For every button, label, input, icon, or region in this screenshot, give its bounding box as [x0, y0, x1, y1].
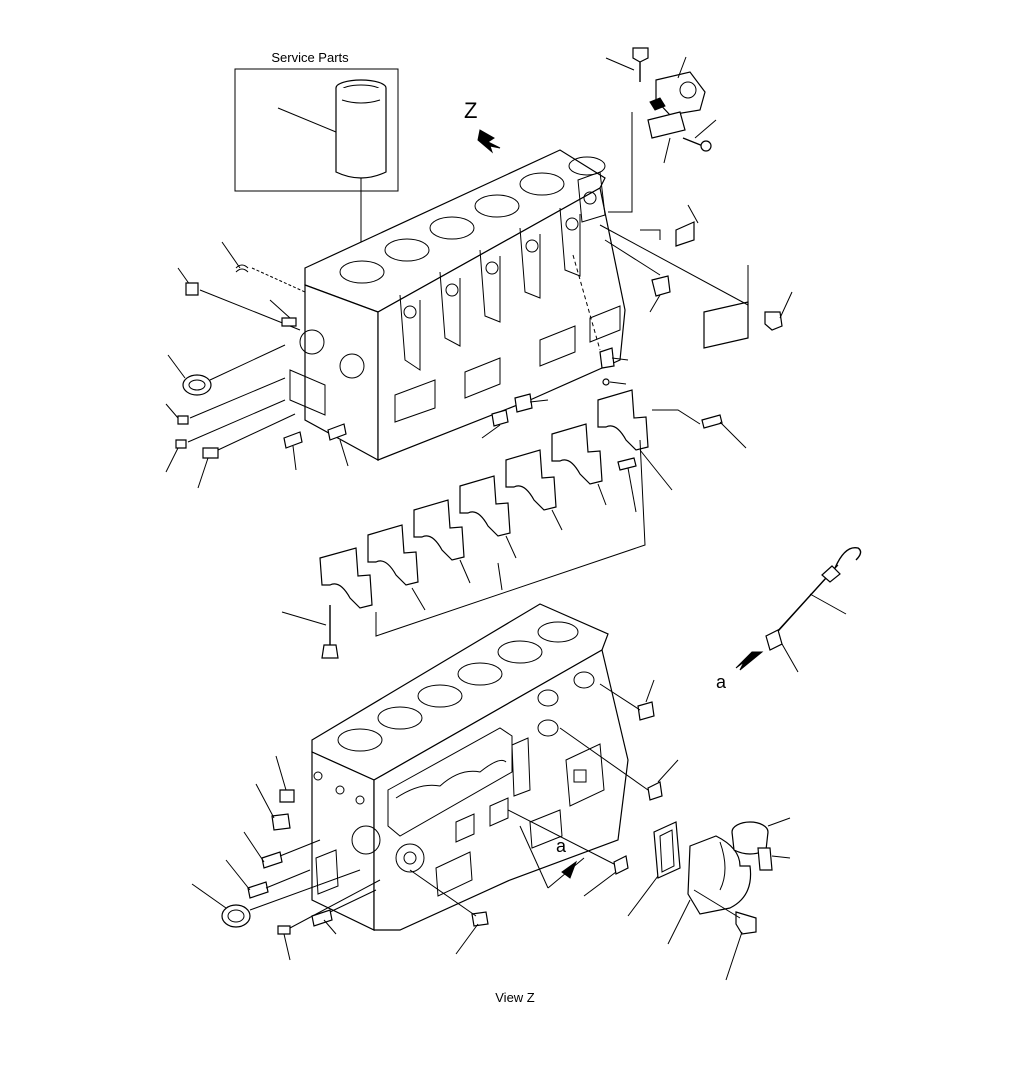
name-plate — [599, 224, 793, 349]
lower-right-fittings — [507, 679, 679, 897]
service-parts-box: Service Parts — [234, 50, 399, 258]
service-parts-label: Service Parts — [271, 50, 349, 65]
view-z-caption: View Z — [495, 990, 535, 1005]
main-bearing-caps — [319, 389, 747, 637]
upper-block-plugs — [481, 239, 671, 439]
cylinder-liner-part — [335, 79, 387, 179]
dipstick: a — [716, 546, 862, 692]
ref-a-dipstick: a — [716, 672, 727, 692]
cap-bolt — [281, 605, 339, 659]
heater-relay-assembly — [605, 47, 717, 247]
view-z-marker: Z — [464, 98, 501, 154]
upper-left-fittings — [165, 241, 349, 489]
upper-cylinder-block — [289, 149, 626, 462]
lower-left-fittings — [191, 755, 489, 961]
ref-a-block-arrow: a — [519, 825, 585, 889]
oil-filler-assembly — [627, 817, 791, 981]
lower-cylinder-block — [311, 603, 629, 931]
ref-a-block: a — [556, 836, 567, 856]
view-z-letter: Z — [464, 98, 477, 123]
